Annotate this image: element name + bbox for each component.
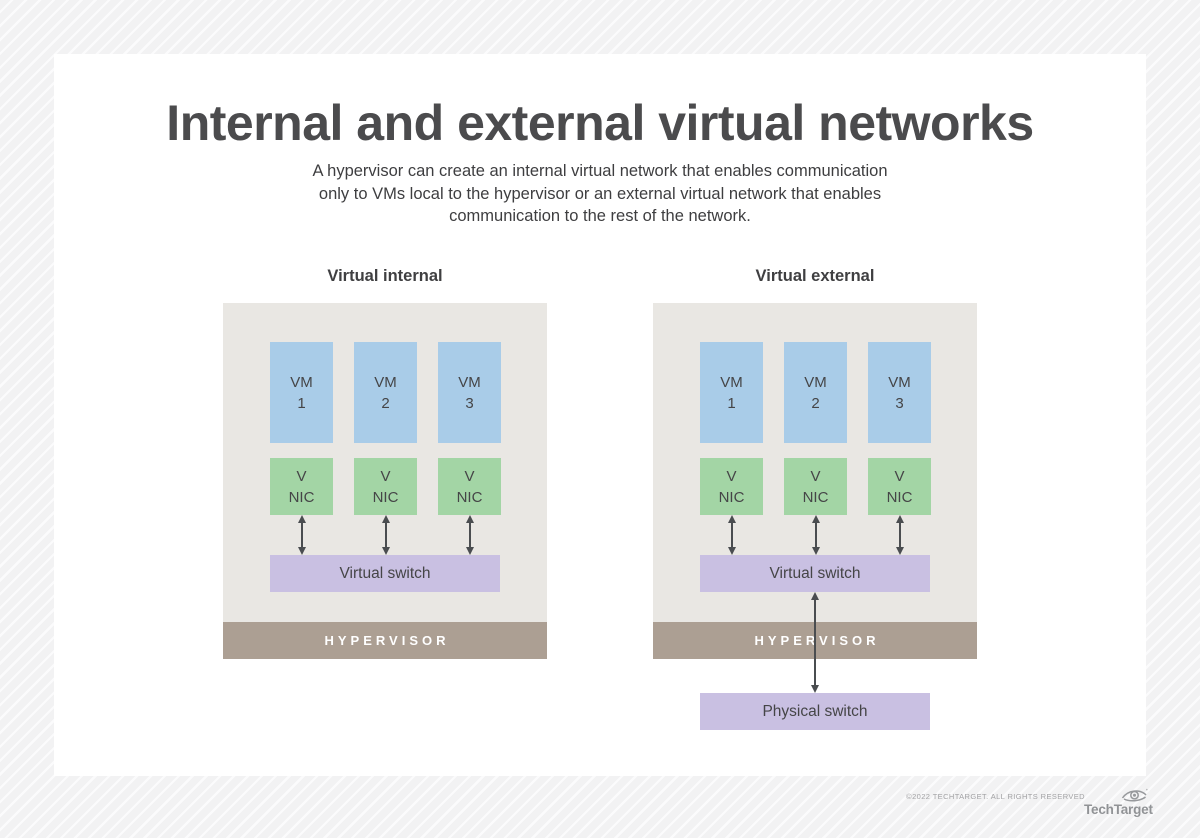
double-arrow-icon <box>814 522 817 548</box>
internal-vm1-box: VM 1 <box>270 342 333 443</box>
internal-host-panel: VM 1 VM 2 VM 3 V NIC V NIC V NIC Virtual… <box>223 303 547 622</box>
vm-label: VM <box>290 373 313 391</box>
internal-virtual-switch-box: Virtual switch <box>270 555 500 592</box>
physical-switch-box: Physical switch <box>700 693 930 730</box>
internal-vm3-box: VM 3 <box>438 342 501 443</box>
vm-number: 3 <box>895 394 904 412</box>
techtarget-logo-text: TechTarget <box>1084 802 1153 817</box>
page-subtitle: A hypervisor can create an internal virt… <box>54 160 1146 228</box>
double-arrow-icon <box>898 522 901 548</box>
nic-label: NIC <box>886 488 913 506</box>
subtitle-line: only to VMs local to the hypervisor or a… <box>318 184 882 203</box>
double-arrow-icon <box>300 522 303 548</box>
nic-label: V <box>296 467 307 485</box>
external-host-panel: VM 1 VM 2 VM 3 V NIC V NIC V NIC Virtual… <box>653 303 977 622</box>
page-title: Internal and external virtual networks <box>166 95 1034 151</box>
nic-label: V <box>726 467 737 485</box>
vm-label: VM <box>804 373 827 391</box>
vm-label: VM <box>458 373 481 391</box>
external-vnic1-box: V NIC <box>700 458 763 515</box>
vm-label: VM <box>888 373 911 391</box>
internal-vnic1-box: V NIC <box>270 458 333 515</box>
vm-number: 2 <box>381 394 390 412</box>
diagram-title-external: Virtual external <box>755 267 875 285</box>
external-vm3-box: VM 3 <box>868 342 931 443</box>
copyright-text: ©2022 TECHTARGET. ALL RIGHTS RESERVED <box>906 792 1085 801</box>
double-arrow-icon <box>814 599 816 686</box>
techtarget-logo: TechTarget <box>1084 788 1153 817</box>
external-vm2-box: VM 2 <box>784 342 847 443</box>
vm-number: 2 <box>811 394 820 412</box>
nic-label: V <box>894 467 905 485</box>
infographic-card: Internal and external virtual networks A… <box>54 54 1146 776</box>
nic-label: NIC <box>372 488 399 506</box>
techtarget-eye-icon <box>1121 788 1148 802</box>
external-virtual-switch-box: Virtual switch <box>700 555 930 592</box>
vm-number: 1 <box>727 394 736 412</box>
nic-label: NIC <box>288 488 315 506</box>
external-vm1-box: VM 1 <box>700 342 763 443</box>
nic-label: NIC <box>456 488 483 506</box>
internal-vnic3-box: V NIC <box>438 458 501 515</box>
nic-label: V <box>380 467 391 485</box>
nic-label: V <box>464 467 475 485</box>
internal-vm2-box: VM 2 <box>354 342 417 443</box>
diagram-title-internal: Virtual internal <box>327 267 443 285</box>
vm-label: VM <box>720 373 743 391</box>
external-vnic3-box: V NIC <box>868 458 931 515</box>
internal-vnic2-box: V NIC <box>354 458 417 515</box>
external-vnic2-box: V NIC <box>784 458 847 515</box>
double-arrow-icon <box>468 522 471 548</box>
subtitle-line: communication to the rest of the network… <box>449 207 751 225</box>
nic-label: NIC <box>802 488 829 506</box>
nic-label: NIC <box>718 488 745 506</box>
vm-label: VM <box>374 373 397 391</box>
internal-hypervisor-bar: HYPERVISOR <box>223 622 547 659</box>
vm-number: 3 <box>465 394 474 412</box>
vm-number: 1 <box>297 394 306 412</box>
double-arrow-icon <box>730 522 733 548</box>
nic-label: V <box>810 467 821 485</box>
double-arrow-icon <box>384 522 387 548</box>
subtitle-line: A hypervisor can create an internal virt… <box>312 162 888 180</box>
